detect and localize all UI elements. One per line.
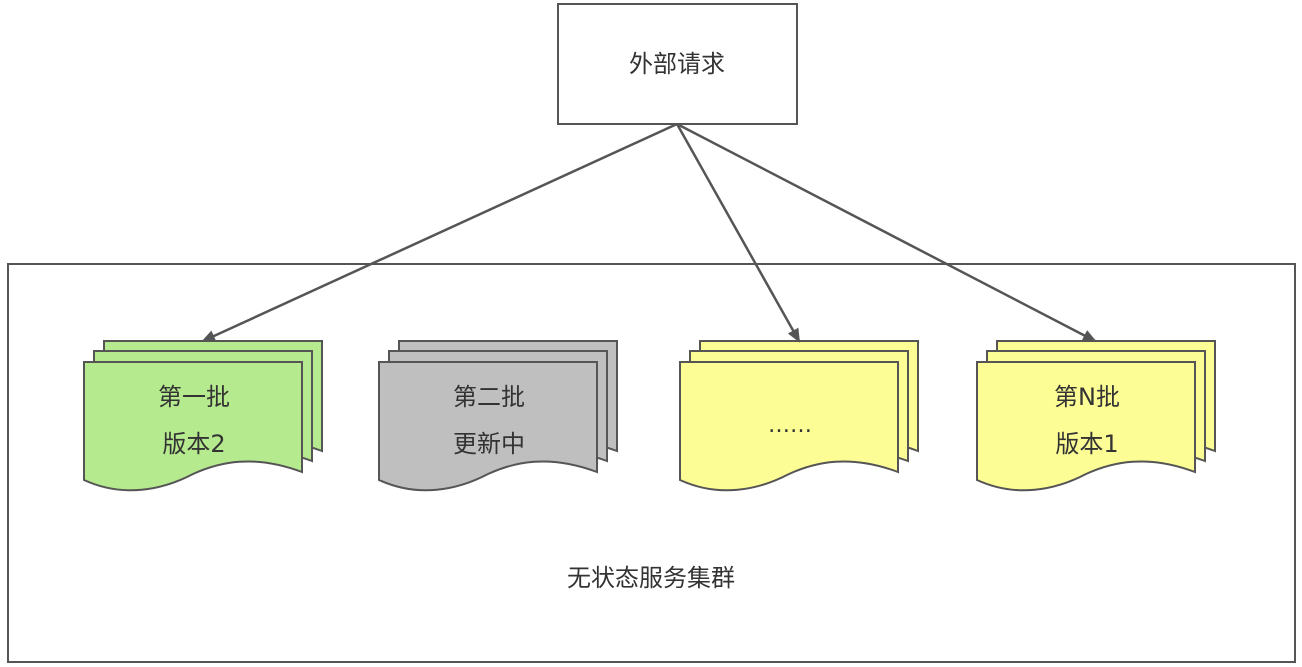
batch-2-page-1 (378, 361, 598, 492)
arrow-to-batch-3 (675, 123, 801, 343)
cluster-label: 无状态服务集群 (567, 564, 735, 592)
arrow-to-batch-1 (201, 122, 678, 343)
batch-4-title: 第N批 (1054, 383, 1120, 411)
batch-3-page-1 (679, 361, 899, 492)
batch-2-status: 更新中 (453, 430, 525, 458)
batch-4-status: 版本1 (1055, 430, 1118, 458)
batch-1-status: 版本2 (162, 430, 225, 458)
batch-1-page-1 (83, 361, 303, 492)
batch-4-page-1 (976, 361, 1196, 492)
batch-stack-3: …… (679, 340, 919, 492)
batch-1-title: 第一批 (158, 383, 230, 411)
batch-2-title: 第二批 (453, 383, 525, 411)
external-request-label: 外部请求 (629, 50, 725, 78)
batch-3-title: …… (768, 413, 812, 438)
arrow-to-batch-n (676, 122, 1097, 343)
external-request-box (557, 3, 798, 125)
